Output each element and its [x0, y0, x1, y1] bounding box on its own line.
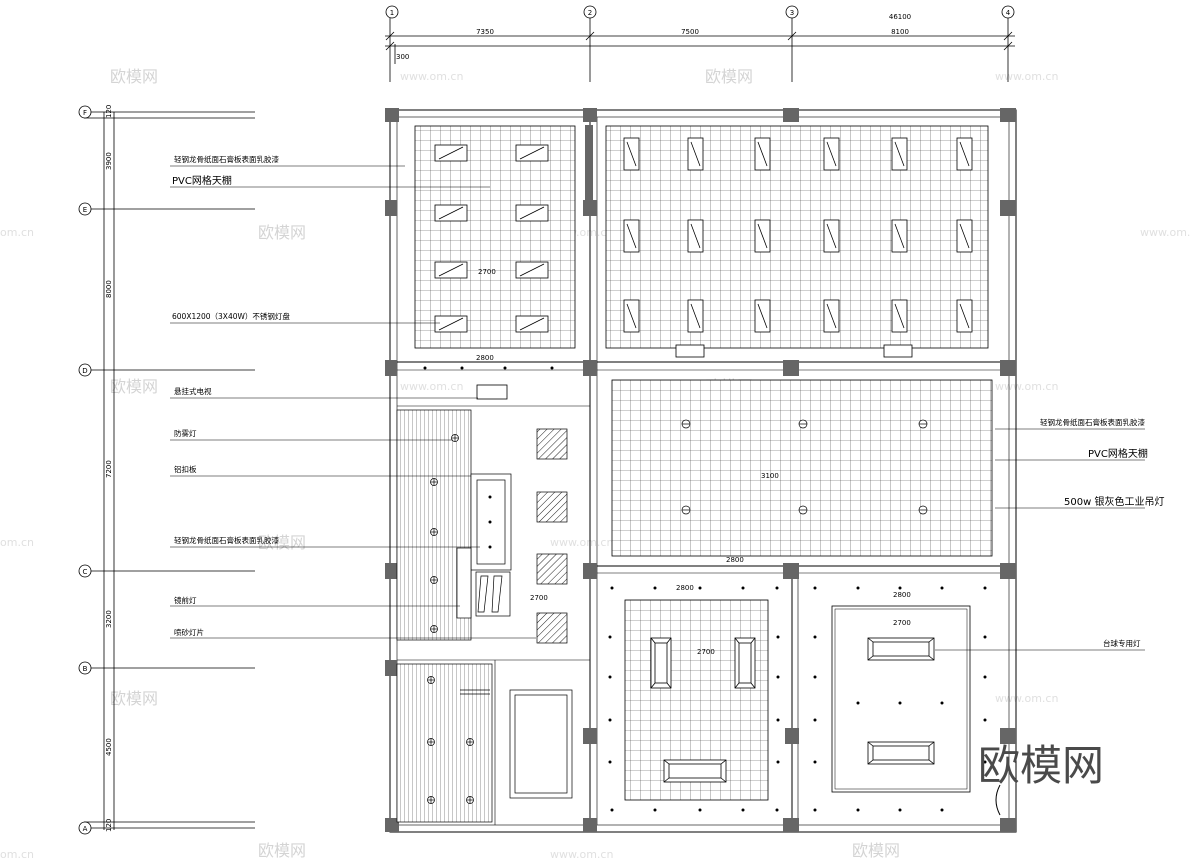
label-pvc-grid: PVC网格天棚	[172, 174, 232, 187]
axis-label-b: B	[83, 665, 88, 673]
axis-label-1: 1	[390, 9, 394, 17]
wall-tv	[476, 344, 913, 400]
watermark-url: www.om.cn	[995, 692, 1058, 705]
label-frosted-light: 喷砂灯片	[174, 627, 204, 637]
label-gypsum-ceiling-right: 轻钢龙骨纸面石膏板表面乳胶漆	[1040, 417, 1145, 427]
label-billiard-light: 台球专用灯	[1103, 638, 1141, 648]
left-dimension-chain	[84, 111, 255, 830]
top-small-dim: 300	[396, 53, 409, 61]
watermark-url: www.om.cn	[550, 848, 613, 860]
annotations-right: 轻钢龙骨纸面石膏板表面乳胶漆 PVC网格天棚 500w 银灰色工业吊灯 台球专用…	[1040, 417, 1164, 648]
label-aluminum-panel: 铝扣板	[174, 464, 197, 474]
label-mirror-light: 镜前灯	[174, 595, 197, 605]
height-mark: 2700	[697, 648, 715, 656]
bathroom-ceiling	[396, 409, 573, 823]
bathroom-lights	[427, 434, 474, 804]
watermark: 欧模网	[852, 841, 900, 860]
height-mark: 2800	[676, 584, 694, 592]
axis-label-3: 3	[790, 9, 794, 17]
top-axis-bubbles: 1 2 3 4 7350 7500 8100 46100 300	[385, 5, 1015, 61]
left-dim: 7200	[105, 460, 113, 478]
billiard-room-ceiling	[831, 605, 1001, 816]
top-dim: 7500	[681, 28, 699, 36]
axis-label-4: 4	[1006, 9, 1011, 17]
label-gypsum-ceiling-2: 轻钢龙骨纸面石膏板表面乳胶漆	[174, 535, 279, 545]
height-mark: 2800	[476, 354, 494, 362]
label-gypsum-ceiling: 轻钢龙骨纸面石膏板表面乳胶漆	[174, 154, 279, 164]
height-mark: 2700	[530, 594, 548, 602]
industrial-pendant-lights	[681, 419, 928, 515]
ceiling-height-markers: 2700 2800 3100 2800 2700 2800 2800 2700 …	[476, 268, 911, 656]
left-dim: 8000	[105, 280, 113, 298]
axis-label-a: A	[83, 825, 88, 833]
height-mark: 2800	[893, 591, 911, 599]
left-dim: 120	[105, 819, 113, 832]
left-dim: 3900	[105, 152, 113, 170]
down-lights	[423, 366, 987, 812]
label-pvc-grid-right: PVC网格天棚	[1088, 447, 1148, 460]
top-dim: 7350	[476, 28, 494, 36]
pvc-grid-ceilings	[414, 125, 993, 801]
left-axis-bubbles: F E D C B A 120 3900 8000 7200 3200 4500…	[78, 105, 113, 835]
height-mark: 2700	[478, 268, 496, 276]
top-dim: 8100	[891, 28, 909, 36]
label-panel-light: 600X1200（3X40W）不锈钢灯盘	[172, 311, 290, 321]
watermark-url: www.om.cn	[400, 70, 463, 83]
watermark: 欧模网	[258, 841, 306, 860]
height-mark: 2800	[726, 556, 744, 564]
left-dim: 4500	[105, 738, 113, 756]
watermark-url: www.om.cn	[1140, 226, 1191, 239]
small-down-lights	[488, 495, 492, 549]
panel-lights	[434, 144, 549, 333]
watermark: 欧模网	[110, 689, 158, 708]
height-mark: 3100	[761, 472, 779, 480]
axis-label-c: C	[83, 568, 88, 576]
annotations-left: 轻钢龙骨纸面石膏板表面乳胶漆 PVC网格天棚 600X1200（3X40W）不锈…	[172, 154, 290, 637]
top-dimension-chain	[385, 18, 1015, 82]
label-fog-proof-light: 防雾灯	[174, 428, 197, 438]
watermark: 欧模网	[110, 67, 158, 86]
axis-label-f: F	[83, 109, 87, 117]
watermark: 欧模网	[258, 223, 306, 242]
axis-label-2: 2	[588, 9, 592, 17]
left-dim: 120	[105, 105, 113, 118]
logo-watermark: 欧模网	[978, 741, 1104, 790]
watermark: 欧模网	[110, 377, 158, 396]
label-wall-tv: 悬挂式电视	[174, 386, 212, 396]
height-mark: 2700	[893, 619, 911, 627]
panel-lights-large-room	[623, 137, 973, 333]
watermark-url: www.om.cn	[400, 380, 463, 393]
watermark-url: www.om.cn	[995, 380, 1058, 393]
top-total-dim: 46100	[889, 13, 911, 21]
watermark-url: om.cn	[0, 226, 34, 239]
leader-lines	[170, 165, 1145, 651]
watermark-url: om.cn	[0, 536, 34, 549]
watermark: 欧模网	[705, 67, 753, 86]
left-dim: 3200	[105, 610, 113, 628]
watermark-url: om.cn	[0, 848, 34, 860]
watermark-url: www.om.cn	[995, 70, 1058, 83]
axis-label-e: E	[83, 206, 87, 214]
label-industrial-light: 500w 银灰色工业吊灯	[1064, 495, 1164, 508]
lounge-fixtures	[650, 637, 756, 783]
watermark-url: www.om.cn	[550, 536, 613, 549]
axis-label-d: D	[82, 367, 87, 375]
